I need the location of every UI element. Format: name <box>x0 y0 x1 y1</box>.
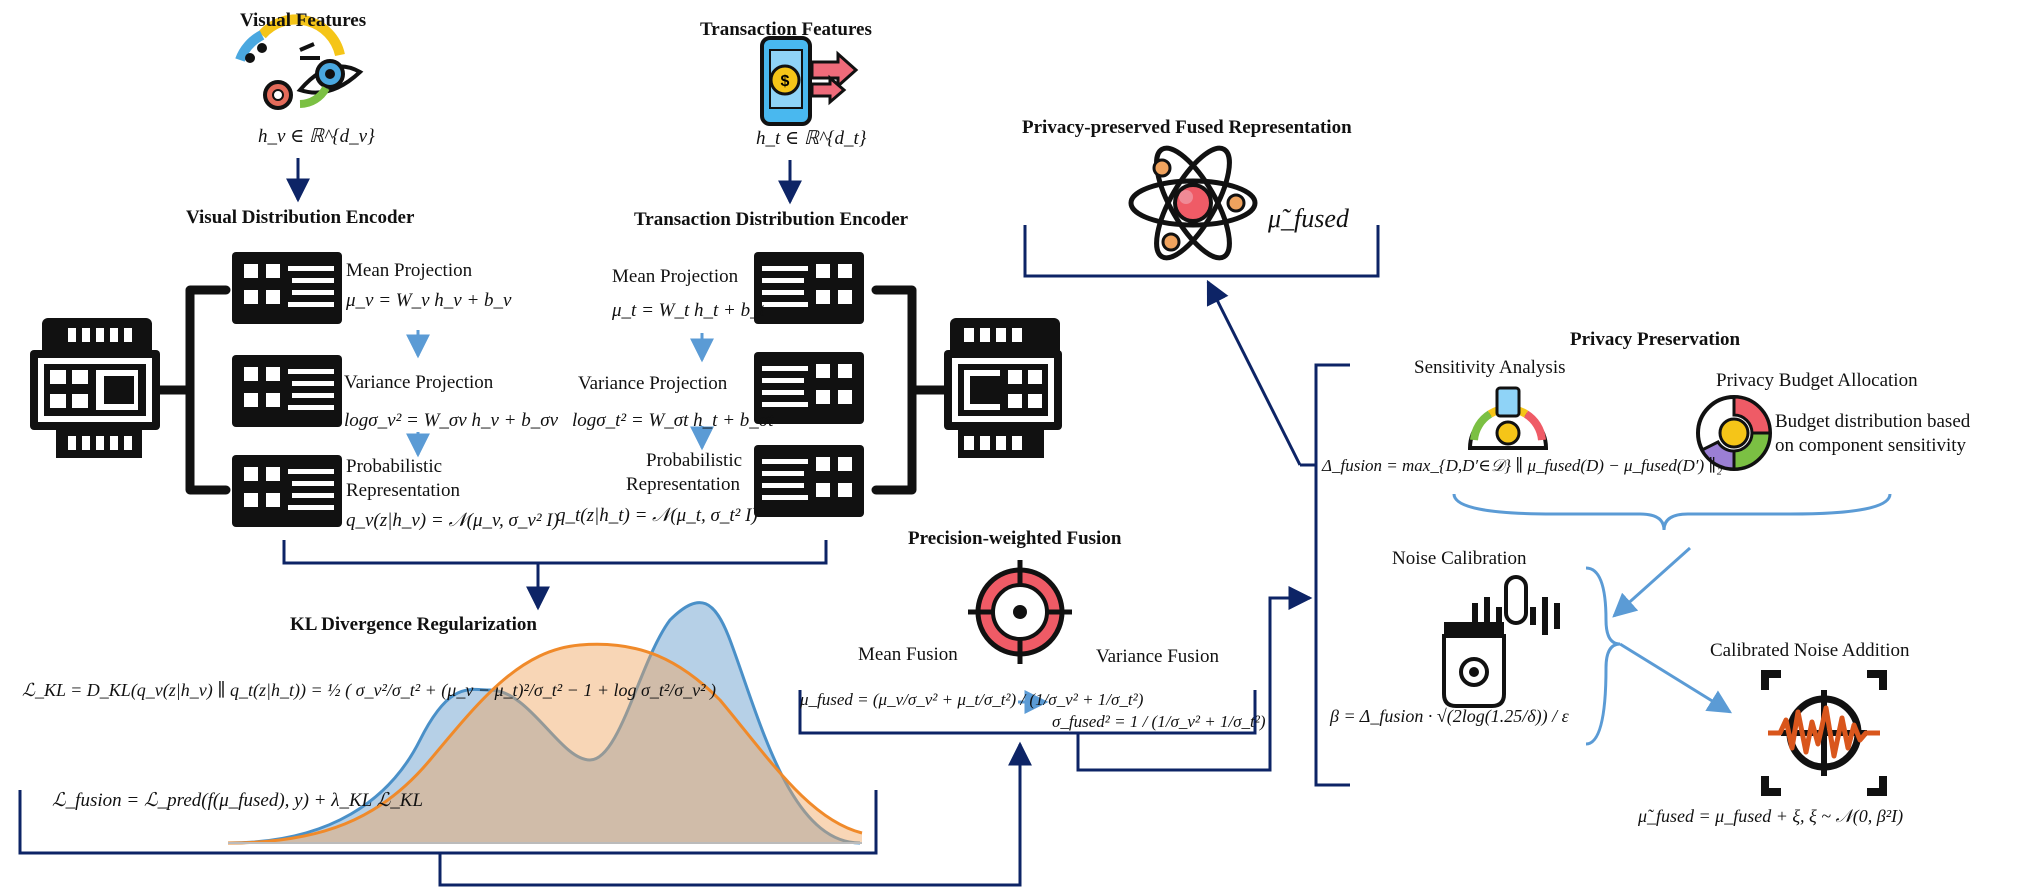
sensitivity-eq: Δ_fusion = max_{D,D′∈𝒟} ∥ μ_fused(D) − μ… <box>1322 456 1723 475</box>
microphone-icon <box>1442 575 1560 708</box>
budget-desc-2: on component sensitivity <box>1775 435 1967 456</box>
transaction-variance-label: Variance Projection <box>578 373 728 394</box>
phone-transaction-icon: $ <box>760 36 859 126</box>
gauge-icon <box>1467 386 1549 450</box>
output-symbol: μ̃_fused <box>1268 204 1349 233</box>
visual-mean-label: Mean Projection <box>346 260 473 281</box>
transaction-features-title: Transaction Features <box>700 19 872 40</box>
budget-desc-1: Budget distribution based <box>1775 411 1971 432</box>
transaction-mean-label: Mean Projection <box>612 266 739 287</box>
visual-encoder-title: Visual Distribution Encoder <box>186 207 415 228</box>
transaction-prob-label-1: Probabilistic <box>646 450 743 471</box>
output-title: Privacy-preserved Fused Representation <box>1022 117 1352 138</box>
target-icon <box>968 560 1072 664</box>
mean-fusion-label: Mean Fusion <box>858 644 958 665</box>
visual-variance-label: Variance Projection <box>344 372 494 393</box>
atom-icon <box>1128 145 1258 261</box>
server-icon-right <box>944 318 1062 458</box>
visual-prob-eq: q_v(z|h_v) = 𝒩(μ_v, σ_v² I) <box>346 510 559 531</box>
transaction-variance-eq: logσ_t² = W_σt h_t + b_σt <box>572 410 774 431</box>
visual-features-title: Visual Features <box>240 10 367 31</box>
mean-fusion-eq: μ_fused = (μ_v/σ_v² + μ_t/σ_t²) / (1/σ_v… <box>800 690 1144 709</box>
transaction-prob-eq: q_t(z|h_t) = 𝒩(μ_t, σ_t² I) <box>556 505 758 526</box>
budget-label: Privacy Budget Allocation <box>1716 370 1918 391</box>
visual-prob-label-1: Probabilistic <box>346 456 443 477</box>
calibrated-noise-eq: μ̃_fused = μ_fused + ξ, ξ ~ 𝒩(0, β²I) <box>1638 806 1904 826</box>
variance-fusion-label: Variance Fusion <box>1096 646 1219 667</box>
server-icon <box>30 318 160 458</box>
visual-feature-eq: h_v ∈ ℝ^{d_v} <box>258 126 375 147</box>
eye-gear-icon <box>235 14 364 110</box>
fusion-loss-eq: ℒ_fusion = ℒ_pred(f(μ_fused), y) + λ_KL … <box>52 790 424 811</box>
transaction-encoder-title: Transaction Distribution Encoder <box>634 209 909 230</box>
kl-title: KL Divergence Regularization <box>290 614 537 635</box>
kl-loss-eq: ℒ_KL = D_KL(q_v(z|h_v) ∥ q_t(z|h_t)) = ½… <box>22 680 717 700</box>
visual-variance-eq: logσ_v² = W_σv h_v + b_σv <box>344 410 559 431</box>
variance-fusion-eq: σ_fused² = 1 / (1/σ_v² + 1/σ_t²) <box>1052 712 1266 731</box>
privacy-title: Privacy Preservation <box>1570 329 1741 350</box>
svg-text:$: $ <box>781 73 790 90</box>
transaction-mean-eq: μ_t = W_t h_t + b_t <box>612 300 765 321</box>
kl-distribution-plot <box>227 601 863 845</box>
transaction-prob-label-2: Representation <box>626 474 740 495</box>
noise-frame-icon <box>1761 670 1887 796</box>
visual-prob-label-2: Representation <box>346 480 460 501</box>
pie-budget-icon <box>1696 395 1772 471</box>
noise-calibration-label: Noise Calibration <box>1392 548 1527 569</box>
fusion-title: Precision-weighted Fusion <box>908 528 1122 549</box>
noise-calibration-eq: β = Δ_fusion · √(2log(1.25/δ)) / ε <box>1330 706 1569 726</box>
transaction-feature-eq: h_t ∈ ℝ^{d_t} <box>756 128 867 149</box>
sensitivity-label: Sensitivity Analysis <box>1414 357 1566 378</box>
visual-mean-eq: μ_v = W_v h_v + b_v <box>346 290 512 311</box>
calibrated-noise-label: Calibrated Noise Addition <box>1710 640 1910 661</box>
